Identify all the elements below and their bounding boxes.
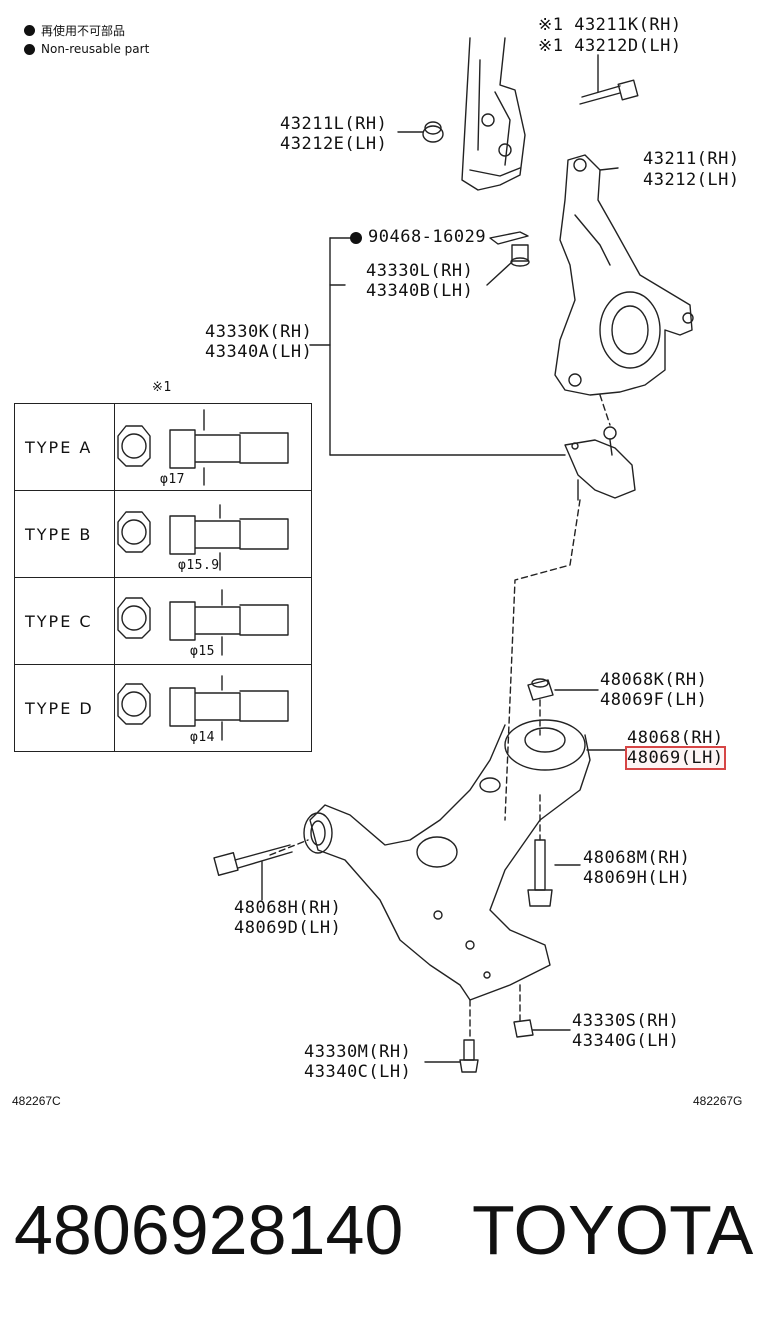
callout-43211k[interactable]: ※1 43211K(RH) (538, 15, 682, 35)
type-image-cell (114, 403, 312, 491)
table-row: TYPE B (14, 490, 312, 578)
legend-non-reusable-cn: 再使用不可部品 (24, 22, 125, 39)
type-image-cell (114, 577, 312, 665)
ref-code-right: 482267G (693, 1094, 743, 1108)
callout-43212d[interactable]: ※1 43212D(LH) (538, 36, 682, 56)
callout-48069f[interactable]: 48069F(LH) (600, 690, 708, 710)
non-reusable-dot-icon (24, 43, 35, 55)
ball-joint-leaders (309, 237, 566, 456)
bottom-nut-drawing (513, 1019, 571, 1038)
non-reusable-dot-icon (350, 232, 362, 244)
table-row: TYPE A (14, 403, 312, 491)
callout-43340g[interactable]: 43340G(LH) (572, 1031, 680, 1051)
type-diameter: φ14 (190, 730, 215, 745)
callout-48069h[interactable]: 48069H(LH) (583, 868, 691, 888)
upper-bolt-drawing (579, 54, 639, 105)
vertical-bolt-drawing (527, 839, 581, 907)
ref-code-left: 482267C (12, 1094, 61, 1108)
bottom-bolt-drawing (424, 1039, 479, 1073)
type-name: TYPE B (14, 490, 115, 578)
non-reusable-dot-icon (24, 25, 35, 36)
brand-name: TOYOTA (472, 1191, 754, 1269)
flange-nut-drawing (397, 121, 444, 143)
type-name: TYPE A (14, 403, 115, 491)
dashed-assembly-lines (269, 394, 611, 1041)
strut-bracket-drawing (461, 37, 526, 191)
callout-43330m[interactable]: 43330M(RH) (304, 1042, 412, 1062)
callout-43212e[interactable]: 43212E(LH) (280, 134, 388, 154)
steering-knuckle-drawing (554, 154, 694, 396)
callout-90468[interactable]: 90468-16029 (368, 227, 487, 247)
callout-43211[interactable]: 43211(RH) (643, 149, 740, 169)
type-image-cell (114, 490, 312, 578)
callout-48069d[interactable]: 48069D(LH) (234, 918, 342, 938)
callout-48068m[interactable]: 48068M(RH) (583, 848, 691, 868)
callout-48068h[interactable]: 48068H(RH) (234, 898, 342, 918)
callout-43330l[interactable]: 43330L(RH) (366, 261, 474, 281)
type-name: TYPE D (14, 664, 115, 752)
callout-48068k[interactable]: 48068K(RH) (600, 670, 708, 690)
type-diameter: φ15.9 (178, 558, 220, 573)
horizontal-bolt-drawing (213, 844, 293, 901)
lower-arm-drawing (303, 719, 626, 1001)
type-image-cell (114, 664, 312, 752)
callout-43340a[interactable]: 43340A(LH) (205, 342, 313, 362)
arm-nut-drawing (527, 678, 599, 701)
cotter-pin-drawing (489, 231, 530, 267)
callout-43330k[interactable]: 43330K(RH) (205, 322, 313, 342)
table-row: TYPE D (14, 664, 312, 752)
legend-non-reusable-en: Non-reusable part (24, 42, 149, 56)
table-row: TYPE C (14, 577, 312, 665)
part-number: 4806928140 (14, 1191, 404, 1269)
callout-43212[interactable]: 43212(LH) (643, 170, 740, 190)
type-diameter: φ17 (160, 472, 185, 487)
ball-joint-drawing (564, 426, 636, 501)
callout-43211l[interactable]: 43211L(RH) (280, 114, 388, 134)
type-diameter: φ15 (190, 644, 215, 659)
callout-43330s[interactable]: 43330S(RH) (572, 1011, 680, 1031)
callout-43340c[interactable]: 43340C(LH) (304, 1062, 412, 1082)
bolt-types-table: TYPE A TYPE B TYPE C TYPE D (14, 403, 312, 752)
type-name: TYPE C (14, 577, 115, 665)
callout-48069-highlighted[interactable]: 48069(LH) (625, 746, 726, 770)
callout-48068[interactable]: 48068(RH) (627, 728, 724, 748)
types-table-note: ※1 (152, 380, 172, 395)
callout-43340b[interactable]: 43340B(LH) (366, 281, 474, 301)
